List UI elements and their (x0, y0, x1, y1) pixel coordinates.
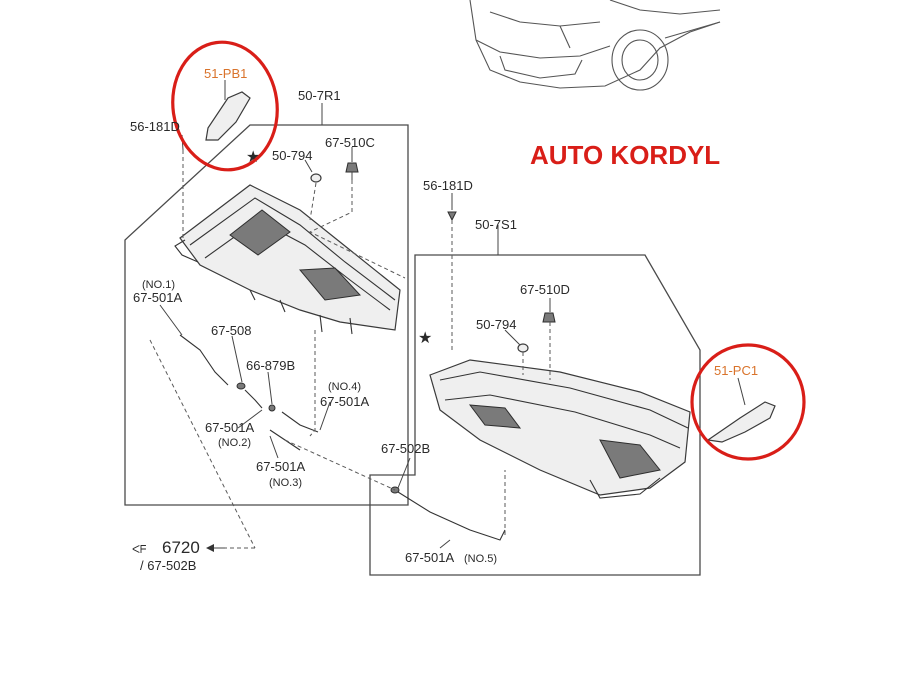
seal-51-pc1 (706, 401, 776, 443)
hose-67-501a-no1 (179, 334, 229, 386)
dash-lines (149, 150, 551, 549)
label-56-181d-left: 56-181D (130, 119, 180, 134)
label-67-508: 67-508 (211, 323, 251, 338)
label-67-502b-bottom: / 67-502B (140, 558, 196, 573)
label-no4: (NO.4) (328, 381, 361, 393)
label-50-794-right: 50-794 (476, 317, 516, 332)
joint-67-508 (236, 382, 246, 390)
label-50-7s1: 50-7S1 (475, 217, 517, 232)
clip-67-510d (542, 312, 556, 323)
clip-67-510c (345, 162, 359, 180)
label-51-pc1: 51-PC1 (714, 363, 758, 378)
label-50-794-left: 50-794 (272, 148, 312, 163)
watermark-auto-kordyl: AUTO KORDYL (530, 140, 720, 170)
left-cowl-panel (174, 184, 401, 335)
bolt-56-181d-right (447, 211, 457, 222)
car-front-illustration (469, 0, 721, 91)
label-67-501a-no5: 67-501A (405, 550, 454, 565)
callout-arrow-icon (206, 544, 225, 552)
label-67-510c: 67-510C (325, 135, 375, 150)
label-50-7r1: 50-7R1 (298, 88, 341, 103)
highlight-circle-right (690, 343, 806, 461)
callout-ref-icon: ᐸᖴ (132, 544, 147, 556)
right-cowl-panel (429, 359, 691, 499)
check-valve-66-879b (268, 404, 276, 412)
label-no1: (NO.1) (142, 279, 175, 291)
hose-67-501a-no4 (281, 411, 319, 433)
label-67-501a-no4: 67-501A (320, 394, 369, 409)
label-51-pb1: 51-PB1 (204, 66, 247, 81)
highlight-circle-left (171, 40, 279, 172)
left-assembly-frame (124, 124, 409, 506)
grommet-50-794-left (310, 173, 322, 183)
label-67-501a-no2: 67-501A (205, 420, 254, 435)
hose-67-501a-no2 (244, 389, 263, 409)
label-56-181d-right: 56-181D (423, 178, 473, 193)
hose-67-501a-no5 (397, 491, 506, 541)
label-66-879b: 66-879B (246, 358, 295, 373)
label-67-502b-right: 67-502B (381, 441, 430, 456)
star-marker-right: ★ (418, 330, 432, 347)
label-6720: 6720 (162, 538, 200, 557)
label-no3: (NO.3) (269, 477, 302, 489)
label-no2: (NO.2) (218, 437, 251, 449)
label-67-510d: 67-510D (520, 282, 570, 297)
star-marker-left: ★ (246, 149, 260, 166)
label-67-501a-no3: 67-501A (256, 459, 305, 474)
seal-51-pb1 (205, 91, 251, 141)
label-no5: (NO.5) (464, 553, 497, 565)
label-67-501a-no1: 67-501A (133, 290, 182, 305)
right-assembly-frame (369, 254, 701, 576)
